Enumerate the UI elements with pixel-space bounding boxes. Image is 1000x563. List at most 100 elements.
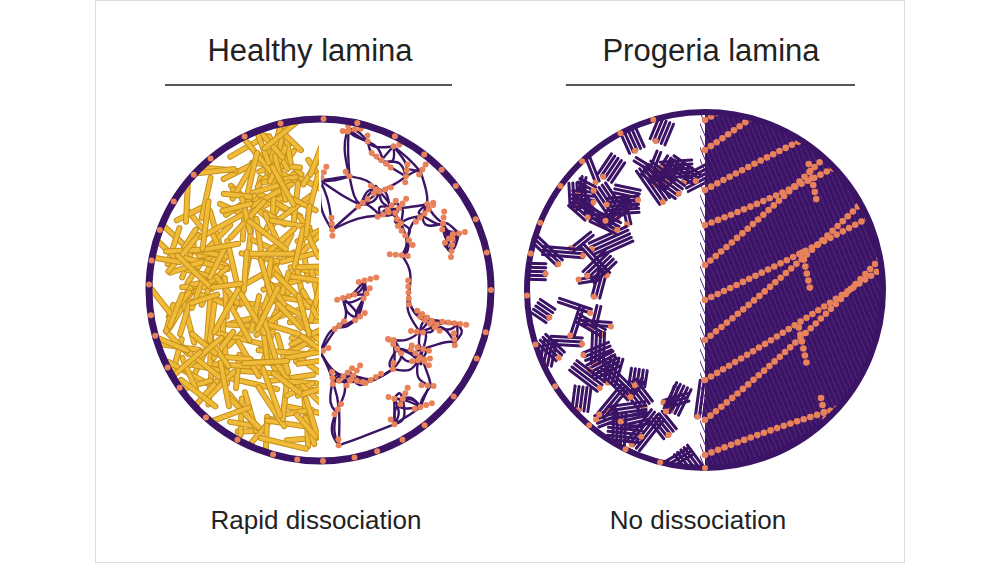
lamin-head-stripe (741, 206, 748, 213)
panel-caption: No dissociation (610, 506, 786, 536)
lamin-head (385, 207, 391, 213)
lamin-fragment (601, 387, 625, 416)
lamin-head-stripe (802, 330, 809, 337)
lamin-head-stripe (752, 272, 759, 279)
lamin-head (426, 206, 432, 212)
lamin-filament (401, 216, 422, 224)
lamin-head-stripe (782, 349, 789, 356)
lamin-head (473, 216, 479, 222)
lamin-head-stripe (726, 173, 733, 180)
filament-hatch (830, 100, 900, 480)
filament-hatch (700, 100, 715, 480)
lamin-head (632, 148, 638, 154)
lamin-head-stripe (867, 266, 874, 273)
lamin-head-stripe (728, 211, 735, 218)
lamin-head (390, 366, 396, 372)
dissociated-lamin-outline (221, 362, 229, 406)
lamin-head (340, 128, 346, 134)
lamin-head (391, 360, 397, 366)
lamin-head (376, 189, 382, 195)
lamin-head-stripe (734, 390, 741, 397)
lamin-head (451, 336, 457, 342)
lamin-head (234, 437, 240, 443)
lamin-head-stripe (732, 100, 739, 106)
lamin-head-stripe (854, 399, 861, 406)
dissociated-lamin (298, 359, 320, 364)
lamin-head-stripe (761, 429, 768, 436)
lamin-head (474, 355, 480, 361)
lamin-head-stripe (809, 311, 816, 318)
lamin-fragment (543, 247, 583, 250)
dissociated-lamin-outline (276, 274, 309, 307)
lamin-head-stripe (884, 174, 891, 181)
filament-hatch (890, 100, 900, 480)
lamin-head (368, 183, 374, 189)
lamin-head-stripe (886, 245, 893, 252)
lamin-head (373, 275, 379, 281)
lamin-head-stripe (817, 171, 824, 178)
lamin-head-stripe (826, 149, 833, 156)
dissociated-lamin (222, 204, 250, 211)
filament-hatch (760, 100, 900, 480)
lamin-fragment (620, 412, 647, 418)
lamin-head (365, 196, 371, 202)
lamin-head (419, 311, 425, 317)
lamin-head (371, 191, 377, 197)
lamin-head-stripe (782, 145, 789, 152)
lamin-head-stripe (872, 261, 879, 268)
lamin-head (242, 134, 248, 140)
lamin-head (653, 466, 659, 472)
lamin-head-stripe (818, 395, 825, 402)
lamin-head-stripe (721, 288, 728, 295)
dissociated-lamin-outline (261, 438, 306, 449)
lamin-head (442, 240, 448, 246)
lamin-fragment (604, 198, 629, 219)
lamin-head-stripe (777, 260, 784, 267)
lamin-head (420, 329, 426, 335)
lamin-head-stripe (771, 358, 778, 365)
lamin-head-stripe (852, 281, 859, 288)
lamin-filament (320, 176, 349, 181)
lamin-head-stripe (744, 352, 751, 359)
lamin-head (635, 197, 641, 203)
lamin-head-stripe (708, 373, 715, 380)
dissociated-lamin (209, 408, 249, 423)
lamin-head (362, 278, 368, 284)
lamin-head (389, 202, 395, 208)
lamin-head-stripe (765, 102, 772, 109)
lamin-head-stripe (870, 104, 877, 111)
lamin-fragment (604, 389, 628, 418)
heading-underline (566, 84, 855, 86)
lamin-filament (371, 369, 393, 380)
dissociated-lamin-outline (151, 289, 172, 316)
lamin-head (332, 326, 338, 332)
lamin-head (421, 356, 427, 362)
lamin-head (388, 184, 394, 190)
lamin-head-stripe (897, 253, 900, 260)
lamin-head-stripe (814, 242, 821, 249)
lamin-head-stripe (751, 160, 758, 167)
lamin-head (426, 362, 432, 368)
nucleus-interior (149, 119, 491, 461)
dissociated-lamin-outline (230, 303, 250, 340)
lamin-head-stripe (750, 348, 757, 355)
lamin-head-stripe (811, 174, 818, 181)
lamin-filament (402, 255, 411, 295)
lamin-head-stripe (890, 100, 897, 101)
lamin-head (452, 342, 458, 348)
lamin-head (332, 411, 338, 417)
filament-hatch (700, 100, 755, 480)
lamin-filament (390, 349, 398, 369)
lamin-head (427, 355, 433, 361)
panel-heading: Progeria lamina (602, 33, 819, 69)
lamin-head-stripe (739, 167, 746, 174)
lamin-head (584, 273, 590, 279)
lamin-head-stripe (756, 293, 763, 300)
lamin-head-stripe (740, 279, 747, 286)
lamin-head-stripe (807, 284, 814, 291)
dissociated-lamin (263, 316, 276, 361)
lamin-head (325, 345, 331, 351)
lamin-head-stripe (720, 177, 727, 184)
lamin-filament (421, 172, 428, 204)
lamin-head (488, 287, 494, 293)
